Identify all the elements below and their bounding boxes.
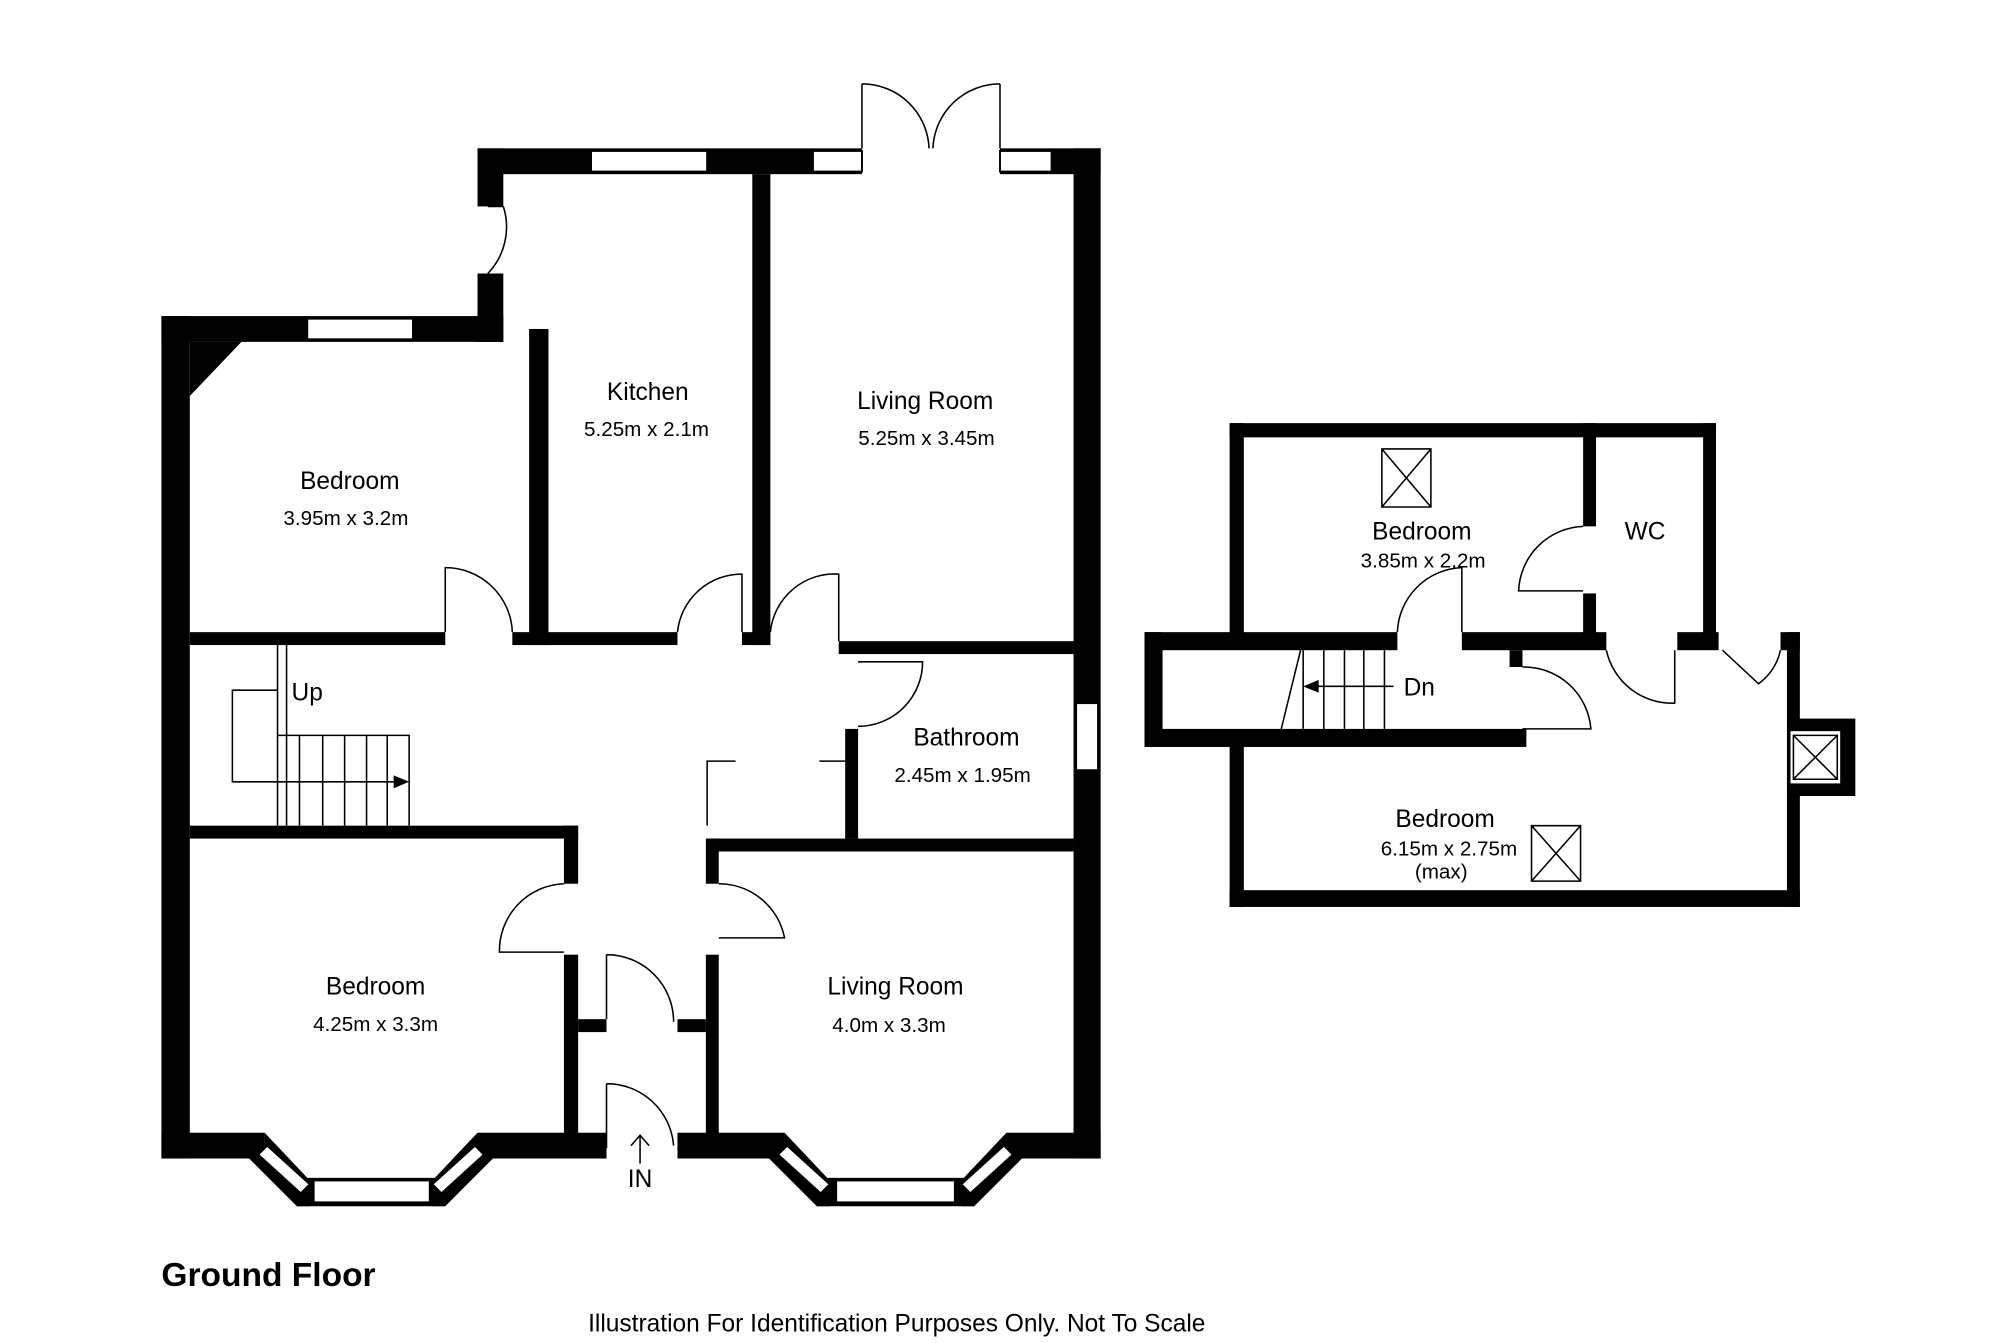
room-size: 5.25m x 2.1m xyxy=(584,418,709,441)
upper-floor-doors xyxy=(1396,525,1782,730)
ground-floor-doors xyxy=(444,83,1001,1164)
room-name: WC xyxy=(1625,518,1666,545)
room-name: Kitchen xyxy=(607,379,689,406)
room-name: Bathroom xyxy=(913,725,1019,752)
room-size: 2.45m x 1.95m xyxy=(894,764,1030,787)
room-name: Living Room xyxy=(857,388,993,415)
upper-floor-stairs xyxy=(1280,650,1394,730)
disclaimer: Illustration For Identification Purposes… xyxy=(588,1310,1205,1337)
room-size: 5.25m x 3.45m xyxy=(858,427,994,450)
ground-floor-stairs xyxy=(231,645,410,826)
entrance-label: IN xyxy=(628,1166,653,1193)
room-size: 4.25m x 3.3m xyxy=(313,1013,438,1036)
room-name: Bedroom xyxy=(326,974,425,1001)
room-name: Bedroom xyxy=(1395,806,1494,833)
room-name: Bedroom xyxy=(1372,518,1471,545)
upper-floor-walls xyxy=(1144,423,1856,907)
room-name: Living Room xyxy=(827,974,963,1001)
stairs-up-label: Up xyxy=(292,680,323,707)
room-size: 4.0m x 3.3m xyxy=(832,1014,945,1037)
room-size: 3.95m x 3.2m xyxy=(283,507,408,530)
floor-title: Ground Floor xyxy=(161,1257,375,1294)
room-size: 6.15m x 2.75m xyxy=(1381,837,1517,860)
ground-floor-walls xyxy=(161,148,1101,1207)
stairs-down-label: Dn xyxy=(1404,674,1435,701)
room-size: 3.85m x 2.2m xyxy=(1361,550,1486,573)
room-name: Bedroom xyxy=(300,468,399,495)
room-size-note: (max) xyxy=(1415,861,1468,884)
